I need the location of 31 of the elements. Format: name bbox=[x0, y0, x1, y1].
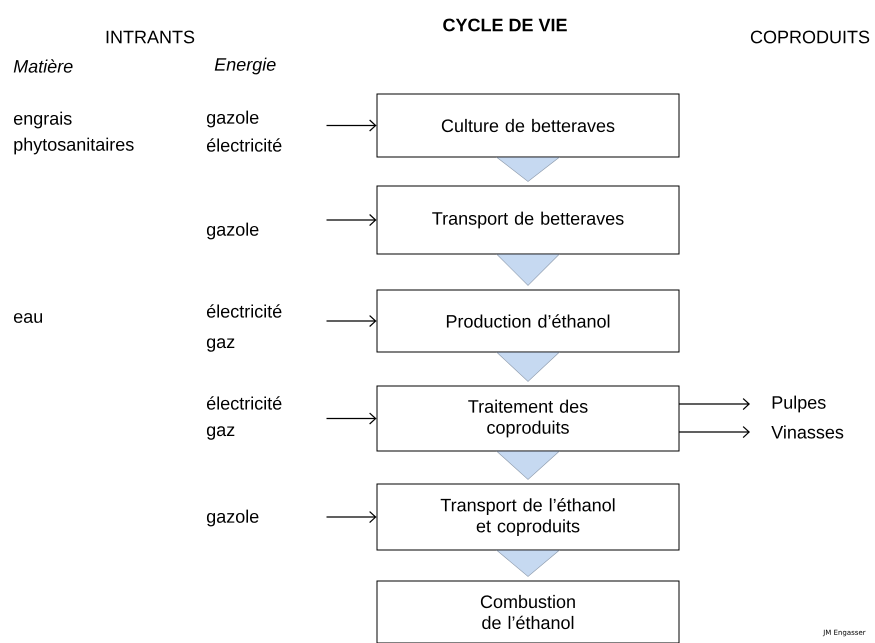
input-label: électricité bbox=[206, 138, 282, 152]
input-label: gazole bbox=[206, 110, 258, 128]
process-box: Transport de betteraves bbox=[376, 186, 680, 254]
arrow bbox=[326, 315, 376, 327]
output-label: Pulpes bbox=[772, 396, 826, 412]
input-label: gazole bbox=[206, 222, 258, 240]
input-label: gazole bbox=[206, 510, 258, 526]
process-box: Traitement des coproduits bbox=[376, 386, 680, 452]
column-heading: COPRODUITS bbox=[750, 30, 870, 44]
input-label: électricité bbox=[206, 396, 282, 410]
process-box: Transport de l’éthanol et coproduits bbox=[376, 484, 680, 550]
output-label: Vinasses bbox=[771, 425, 844, 439]
input-label: électricité bbox=[206, 304, 282, 318]
column-heading: INTRANTS bbox=[106, 30, 194, 44]
column-heading: Matière bbox=[14, 59, 73, 73]
arrow bbox=[680, 398, 750, 410]
input-label: eau bbox=[14, 313, 42, 323]
input-label: engrais bbox=[14, 112, 72, 128]
arrow bbox=[326, 511, 376, 523]
arrow bbox=[326, 120, 376, 132]
input-label: gaz bbox=[206, 338, 234, 352]
title: CYCLE DE VIE bbox=[443, 18, 567, 32]
process-box: Production d’éthanol bbox=[376, 290, 680, 352]
arrow bbox=[680, 426, 750, 438]
column-heading: Energie bbox=[214, 58, 276, 74]
input-label: phytosanitaires bbox=[14, 138, 134, 154]
arrow bbox=[326, 214, 376, 226]
process-box: Culture de betteraves bbox=[376, 94, 680, 158]
arrow bbox=[326, 412, 376, 424]
input-label: gaz bbox=[206, 426, 234, 440]
process-box: Combustion de l’éthanol bbox=[376, 580, 680, 643]
